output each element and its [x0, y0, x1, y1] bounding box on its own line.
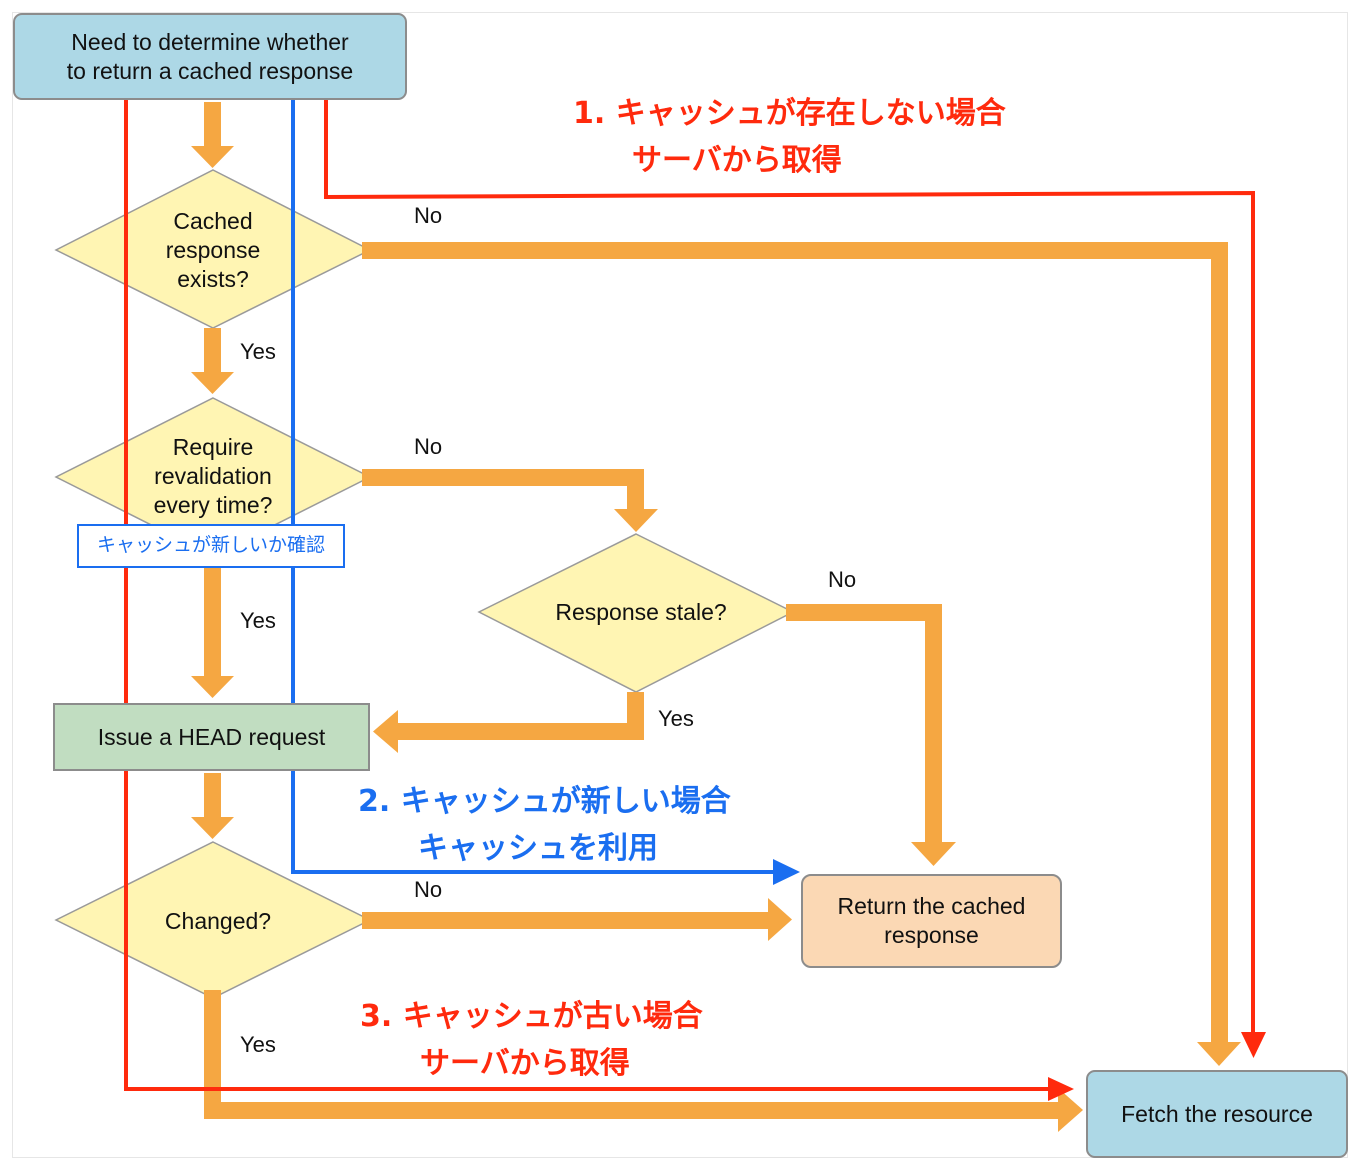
edge-label-exists-no: No — [414, 203, 443, 228]
fetch-resource-box: Fetch the resource — [1086, 1070, 1348, 1158]
edge-label-revalidate-no: No — [414, 434, 443, 459]
edge-label-stale-no: No — [828, 567, 857, 592]
orange-flow-arrows — [191, 102, 1241, 1132]
red-path-lines — [124, 98, 1255, 1091]
return-cached-box: Return the cached response — [801, 874, 1062, 968]
edge-label-changed-yes: Yes — [240, 1032, 276, 1057]
blue-path-line — [291, 98, 775, 874]
fetch-resource-text: Fetch the resource — [1121, 1100, 1313, 1127]
start-node-box: Need to determine whether to return a ca… — [13, 13, 407, 100]
return-cached-text: Return the cached response — [837, 893, 1026, 948]
cached-exists-text: Cached response exists? — [165, 207, 261, 292]
edge-label-exists-yes: Yes — [240, 339, 276, 364]
case2-subtitle: キャッシュを利用 — [418, 831, 658, 866]
response-stale-text: Response stale? — [555, 598, 727, 625]
edge-label-revalidate-yes: Yes — [240, 608, 276, 633]
case3-subtitle: サーバから取得 — [420, 1046, 630, 1081]
diagram-frame — [12, 12, 1348, 1158]
case1-subtitle: サーバから取得 — [632, 143, 842, 178]
case2-title: 2. キャッシュが新しい場合 — [358, 784, 731, 819]
check-freshness-text: キャッシュが新しいか確認 — [96, 534, 325, 556]
case3-title: 3. キャッシュが古い場合 — [360, 999, 703, 1034]
changed-text: Changed? — [164, 907, 272, 934]
require-revalidation-text: Require revalidation every time? — [153, 433, 273, 518]
start-node-text: Need to determine whether to return a ca… — [66, 28, 354, 84]
edge-label-changed-no: No — [414, 877, 443, 902]
check-freshness-note: キャッシュが新しいか確認 — [77, 524, 345, 568]
red-path-arrowheads — [1048, 1032, 1266, 1101]
edge-label-stale-yes: Yes — [658, 706, 694, 731]
case1-title: 1. キャッシュが存在しない場合 — [573, 96, 1006, 131]
blue-path-arrowhead — [773, 859, 800, 885]
head-request-text: Issue a HEAD request — [97, 723, 326, 750]
head-request-box: Issue a HEAD request — [53, 703, 370, 771]
